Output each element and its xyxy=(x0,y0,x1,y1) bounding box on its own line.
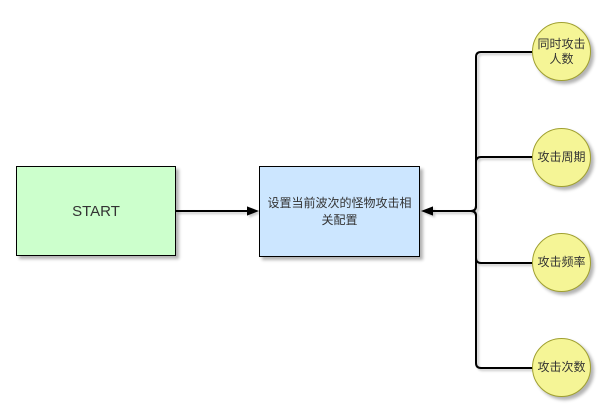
edge-attr-count xyxy=(433,210,533,369)
arrowhead-config-right-in xyxy=(421,206,433,216)
attribute-node-attack-period[interactable]: 攻击周期 xyxy=(532,128,591,187)
config-node-label: 设置当前波次的怪物攻击相关配置 xyxy=(267,195,412,227)
config-node[interactable]: 设置当前波次的怪物攻击相关配置 xyxy=(259,166,420,257)
edge-attr-simultaneous xyxy=(433,51,533,212)
edge-attr-frequency xyxy=(433,210,533,264)
attribute-node-label: 同时攻击人数 xyxy=(537,36,586,66)
edge-attr-period xyxy=(433,156,533,212)
attribute-node-simultaneous-attackers[interactable]: 同时攻击人数 xyxy=(532,22,591,81)
arrowhead-config-left-in xyxy=(247,206,259,216)
attribute-node-label: 攻击频率 xyxy=(537,255,586,269)
attribute-node-label: 攻击周期 xyxy=(537,150,586,164)
attribute-node-label: 攻击次数 xyxy=(537,360,586,374)
start-node-label: START xyxy=(72,202,120,220)
start-node[interactable]: START xyxy=(16,166,176,256)
attribute-node-attack-count[interactable]: 攻击次数 xyxy=(532,338,591,397)
attribute-node-attack-frequency[interactable]: 攻击频率 xyxy=(532,233,591,292)
